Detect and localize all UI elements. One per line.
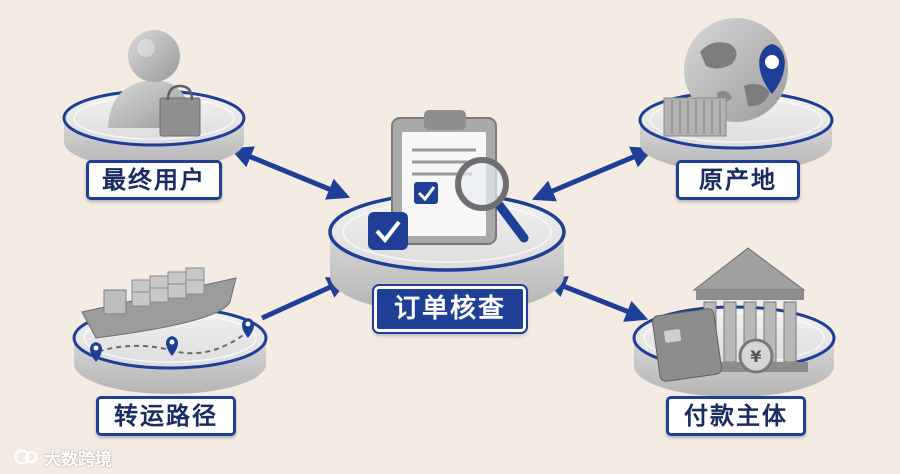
route-label: 转运路径	[96, 396, 236, 436]
svg-text:¥: ¥	[750, 347, 761, 366]
connector-arrows	[229, 146, 655, 322]
end-user-label: 最终用户	[86, 160, 222, 200]
origin-label: 原产地	[676, 160, 800, 200]
watermark: 大数跨境	[14, 446, 112, 470]
watermark-logo-icon	[14, 449, 37, 465]
arrow-end-user-center	[229, 146, 351, 200]
clipboard-with-magnifier-and-checkmark-icon	[368, 110, 529, 250]
watermark-text: 大数跨境	[44, 449, 112, 470]
person-with-shopping-bag-icon	[108, 30, 201, 137]
bank-with-card-and-yen-coin-icon: ¥	[651, 247, 808, 382]
arrow-route-center	[260, 277, 351, 321]
payer-label: 付款主体	[666, 396, 806, 436]
arrow-payer-center	[543, 276, 649, 322]
globe-with-location-pin-and-container-icon	[663, 18, 788, 137]
cargo-ship-with-route-pins-icon	[81, 267, 254, 362]
arrow-origin-center	[531, 146, 655, 202]
order-check-label: 订单核查	[374, 286, 526, 332]
